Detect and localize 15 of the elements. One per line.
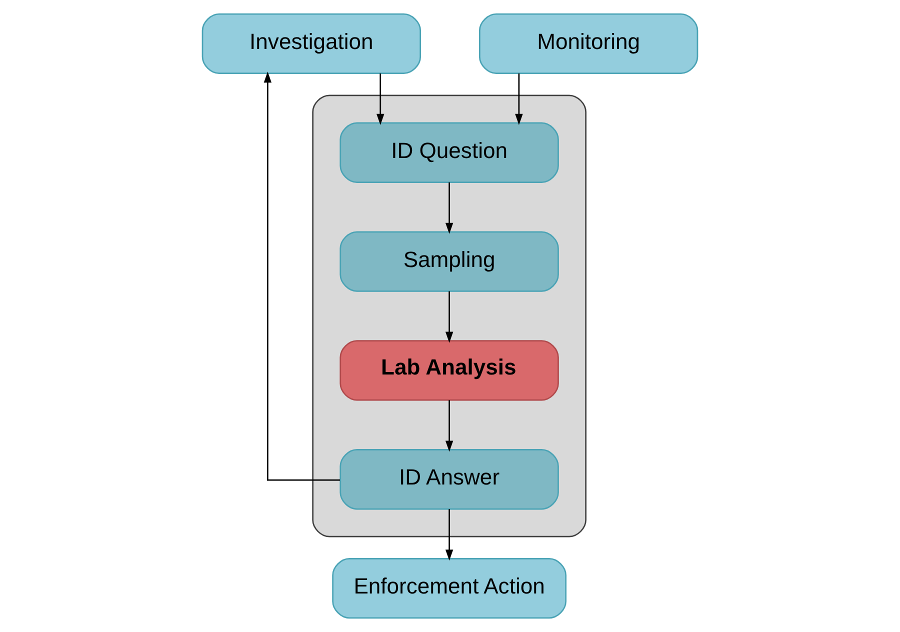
node-box: Enforcement Action	[332, 558, 566, 619]
arrow	[515, 73, 523, 125]
node-box: Lab Analysis	[340, 340, 559, 401]
arrow	[376, 73, 384, 125]
node-box: ID Question	[340, 122, 559, 183]
arrow	[445, 400, 454, 452]
node-box: Monitoring	[478, 13, 698, 74]
node-box: Investigation	[202, 13, 422, 74]
arrow	[445, 291, 454, 343]
node-box: Sampling	[340, 231, 559, 292]
cluster	[312, 94, 586, 538]
arrow	[445, 509, 454, 561]
arrow	[445, 182, 454, 234]
arrow	[264, 72, 340, 481]
node-box: ID Answer	[340, 449, 559, 510]
